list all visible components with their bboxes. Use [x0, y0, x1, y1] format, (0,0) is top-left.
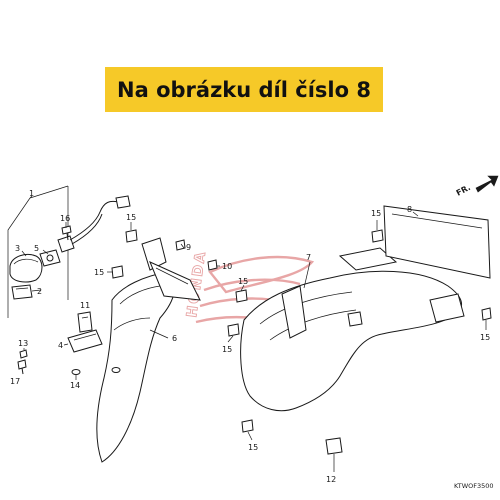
- label-11: 11: [80, 301, 90, 310]
- label-15-c: 15: [238, 277, 248, 286]
- label-9: 9: [186, 243, 191, 252]
- leader-lines: [21, 195, 487, 472]
- label-3: 3: [15, 244, 20, 253]
- label-6: 6: [172, 334, 177, 343]
- part-9-bracket: [141, 237, 201, 301]
- front-arrow-label: FR.: [455, 183, 472, 198]
- label-7: 7: [306, 253, 311, 262]
- label-5: 5: [34, 244, 39, 253]
- label-16: 16: [60, 214, 70, 223]
- label-13: 13: [18, 339, 28, 348]
- label-4: 4: [58, 341, 63, 350]
- label-15-a: 15: [126, 213, 136, 222]
- label-15-f: 15: [371, 209, 381, 218]
- label-10: 10: [222, 262, 232, 271]
- bolts-15: [111, 229, 492, 433]
- label-15-e: 15: [248, 443, 258, 452]
- label-8: 8: [407, 205, 412, 214]
- part-11-clip: [77, 311, 93, 333]
- callout-labels: 1 16 3 5 2 11 4 13 17 14 15 9 15 10 15 6…: [10, 189, 490, 484]
- label-2: 2: [37, 287, 42, 296]
- label-12: 12: [326, 475, 336, 484]
- part-12-clip: [325, 437, 343, 455]
- part-5-socket: [39, 195, 131, 267]
- part-8-mud-flap: [383, 205, 491, 279]
- part-10-nut: [207, 259, 218, 271]
- part-3-lens: [9, 253, 43, 283]
- front-arrow: FR.: [455, 175, 499, 198]
- part-14-nut: [71, 369, 81, 375]
- label-1: 1: [29, 189, 34, 198]
- label-14: 14: [70, 381, 80, 390]
- part-6-fender: [96, 271, 176, 463]
- label-15-g: 15: [480, 333, 490, 342]
- part-16-bolt: [61, 225, 72, 241]
- part-7-inner-fender: [240, 247, 465, 412]
- part-2-gasket: [11, 284, 33, 300]
- label-17: 17: [10, 377, 20, 386]
- part-13-screw: [19, 349, 28, 359]
- diagram-code: KTWOF3500: [454, 482, 494, 490]
- part-4-reflector: [67, 329, 103, 353]
- label-15-b: 15: [94, 268, 104, 277]
- title-banner: Na obrázku díl číslo 8: [105, 67, 383, 112]
- label-15-d: 15: [222, 345, 232, 354]
- banner-text: Na obrázku díl číslo 8: [117, 77, 371, 102]
- part-17-screw: [17, 359, 27, 375]
